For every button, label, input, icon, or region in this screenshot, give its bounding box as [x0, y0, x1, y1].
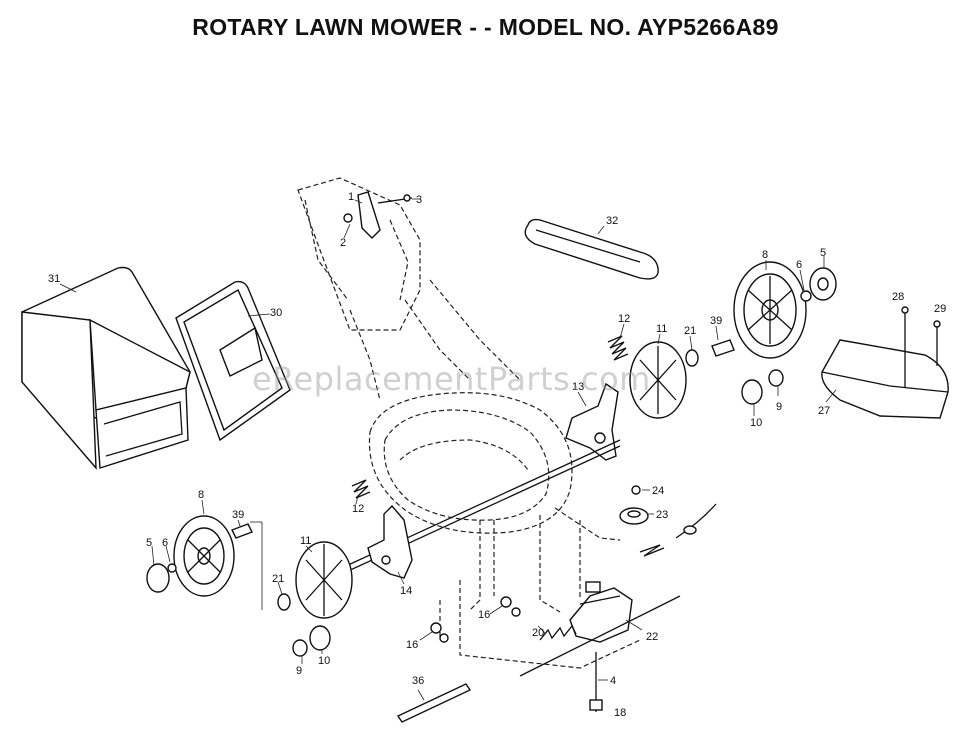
washer-16b	[500, 596, 512, 608]
bolt-4	[589, 652, 603, 712]
rear-shield	[821, 339, 949, 419]
watermark: eReplacementParts.com	[252, 360, 651, 398]
mower-deck	[368, 392, 573, 534]
part-label-p13: 13	[572, 381, 584, 393]
part-label-p10a: 10	[750, 417, 762, 429]
grass-bag-frame	[175, 280, 291, 442]
rear-wheel-left	[173, 515, 235, 597]
diagram-title: ROTARY LAWN MOWER - - MODEL NO. AYP5266A…	[192, 14, 779, 40]
pinion-lower	[292, 625, 331, 657]
drive-cable	[439, 507, 641, 669]
spring-lower	[351, 479, 371, 499]
part-label-p39a: 39	[710, 315, 722, 327]
drive-belt	[524, 218, 659, 280]
part-label-p8a: 8	[762, 249, 768, 261]
part-label-p10b: 10	[318, 655, 330, 667]
hubcap-right	[809, 267, 837, 301]
part-label-p2: 2	[340, 237, 346, 249]
control-cable	[639, 503, 717, 557]
spring-20	[539, 624, 577, 641]
part-label-p27: 27	[818, 405, 830, 417]
part-label-p5a: 5	[820, 247, 826, 259]
part-label-p23: 23	[656, 509, 668, 521]
screw-29	[933, 320, 941, 366]
part-label-p11b: 11	[300, 535, 311, 547]
screw-28	[901, 306, 909, 388]
part-label-p39b: 39	[232, 509, 244, 521]
part-label-p32: 32	[606, 215, 618, 227]
part-label-p28: 28	[892, 291, 904, 303]
part-label-p12a: 12	[618, 313, 630, 325]
leader-lines	[59, 198, 837, 701]
nut-left	[167, 563, 177, 573]
rear-wheel-right	[733, 261, 807, 359]
part-label-p21b: 21	[272, 573, 284, 585]
part-label-p30: 30	[270, 307, 282, 319]
washer-21-lower	[277, 593, 291, 611]
part-label-p6b: 6	[162, 537, 168, 549]
axle-39-upper	[711, 339, 735, 357]
part-label-p29: 29	[934, 303, 946, 315]
part-label-p31: 31	[48, 273, 60, 285]
part-label-p16b: 16	[478, 609, 490, 621]
part-label-p6a: 6	[796, 259, 802, 271]
part-label-p14: 14	[400, 585, 412, 597]
part-label-p9b: 9	[296, 665, 302, 677]
pulley-23	[619, 507, 649, 525]
part-label-p36: 36	[412, 675, 424, 687]
part-label-p20: 20	[532, 627, 544, 639]
part-label-p8b: 8	[198, 489, 204, 501]
handle-lever	[343, 191, 413, 239]
axle-39-lower	[231, 523, 253, 539]
part-label-p1: 1	[348, 191, 354, 203]
handle-assembly	[297, 177, 521, 401]
part-label-p5b: 5	[146, 537, 152, 549]
nut-24	[631, 485, 641, 495]
pinion-upper	[741, 369, 784, 405]
spring-upper	[607, 335, 629, 361]
drive-shaft	[519, 595, 681, 677]
nut-right	[800, 290, 812, 302]
part-label-p12b: 12	[352, 503, 364, 515]
hubcap-left	[146, 563, 170, 593]
part-label-p9a: 9	[776, 401, 782, 413]
part-label-p11a: 11	[656, 323, 667, 335]
part-label-p3: 3	[416, 194, 422, 206]
grass-bag	[21, 266, 191, 470]
rod-36	[396, 683, 472, 723]
transmission	[569, 581, 633, 643]
part-label-p16a: 16	[406, 639, 418, 651]
part-label-p4: 4	[610, 675, 616, 687]
part-label-p18: 18	[614, 707, 626, 719]
washer-21-upper	[685, 349, 699, 367]
height-bracket-lower	[367, 504, 413, 579]
washer-16a	[430, 622, 442, 634]
part-label-p21a: 21	[684, 325, 696, 337]
part-label-p22: 22	[646, 631, 658, 643]
drive-gear-lower	[295, 541, 353, 619]
part-label-p24: 24	[652, 485, 664, 497]
